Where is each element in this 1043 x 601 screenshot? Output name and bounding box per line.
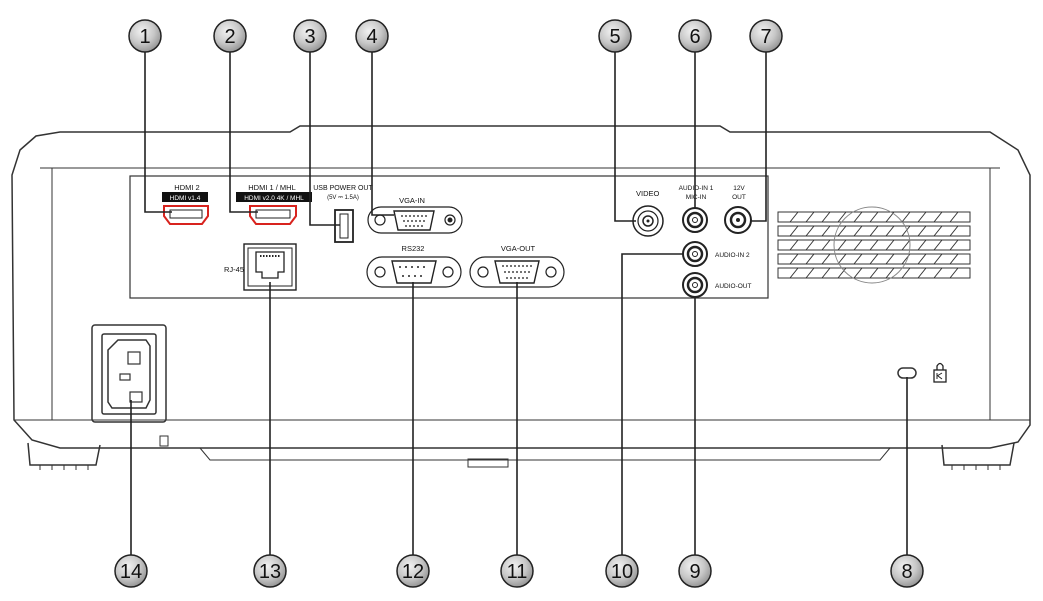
rj45-port: RJ-45 [224,243,297,291]
callout-9: 9 [678,554,712,588]
svg-text:4: 4 [366,26,377,48]
svg-text:14: 14 [120,561,142,583]
callout-14: 14 [114,554,148,588]
callout-4: 4 [355,19,389,53]
hdmi2-port: HDMI 2 HDMI v1.4 [162,183,209,225]
12v-out-label: OUT [732,194,746,201]
svg-text:3: 3 [304,26,315,48]
kensington-lock-icon [933,362,947,383]
svg-text:10: 10 [611,561,633,583]
12v-out-port: 12V OUT [724,185,752,234]
rs232-port: RS232 [366,244,462,288]
callout-12: 12 [396,554,430,588]
leader-line-5 [614,52,636,222]
mic-in-label: MIC-IN [686,194,707,201]
leader-line-10 [621,253,683,555]
audio-out-label: AUDIO-OUT [715,283,752,290]
svg-text:1: 1 [139,26,150,48]
leader-line-4 [371,52,394,216]
svg-text:12: 12 [402,561,424,583]
svg-text:11: 11 [507,561,528,583]
callout-10: 10 [605,554,639,588]
hdmi2-version-label: HDMI v1.4 [170,195,201,202]
hdmi1-label: HDMI 1 / MHL [248,183,296,192]
rj45-label: RJ-45 [224,265,244,274]
svg-text:6: 6 [689,26,700,48]
svg-text:8: 8 [901,561,912,583]
hdmi1-mhl-port: HDMI 1 / MHL HDMI v2.0 4K / MHL [236,183,312,225]
callout-3: 3 [293,19,327,53]
callout-11: 11 [500,554,534,588]
svg-text:7: 7 [760,26,771,48]
usb-rating-label: (5V ⎓ 1.5A) [327,195,359,201]
callout-7: 7 [749,19,783,53]
callout-6: 6 [678,19,712,53]
projector-body [11,125,1031,470]
hdmi2-label: HDMI 2 [174,183,199,192]
svg-text:9: 9 [689,561,700,583]
callout-1: 1 [128,19,162,53]
leader-line-3 [309,52,340,226]
ac-power-socket [91,324,167,423]
vga-out-label: VGA-OUT [501,244,536,253]
svg-text:13: 13 [259,561,281,583]
leader-line-2 [229,52,258,213]
callout-5: 5 [598,19,632,53]
vent-grille [777,206,971,284]
callout-8: 8 [890,554,924,588]
callout-13: 13 [253,554,287,588]
audio-in1-label: AUDIO-IN 1 [679,185,714,192]
audio-in2-port: AUDIO-IN 2 [682,241,750,267]
rs232-label: RS232 [402,244,425,253]
hdmi2-version-badge [162,192,208,202]
callout-2: 2 [213,19,247,53]
video-label: VIDEO [636,189,660,198]
video-port: VIDEO [632,189,664,237]
leader-lines [130,52,908,555]
usb-label: USB POWER OUT [313,185,373,192]
audio-in2-label: AUDIO-IN 2 [715,252,750,259]
audio-in1-mic-in-port: AUDIO-IN 1 MIC-IN [679,185,714,233]
svg-text:5: 5 [609,26,620,48]
vga-in-port: VGA-IN [367,196,463,234]
hdmi1-version-label: HDMI v2.0 4K / MHL [244,195,304,202]
leader-line-1 [144,52,172,213]
12v-label: 12V [733,185,745,192]
audio-out-port: AUDIO-OUT [682,272,752,298]
svg-text:2: 2 [224,26,235,48]
leader-line-7 [751,52,767,222]
vga-out-port: VGA-OUT [469,244,565,288]
vga-in-label: VGA-IN [399,196,425,205]
hdmi1-version-badge [236,192,312,202]
usb-power-out-port: USB POWER OUT (5V ⎓ 1.5A) [313,185,373,243]
kensington-slot [897,367,917,379]
